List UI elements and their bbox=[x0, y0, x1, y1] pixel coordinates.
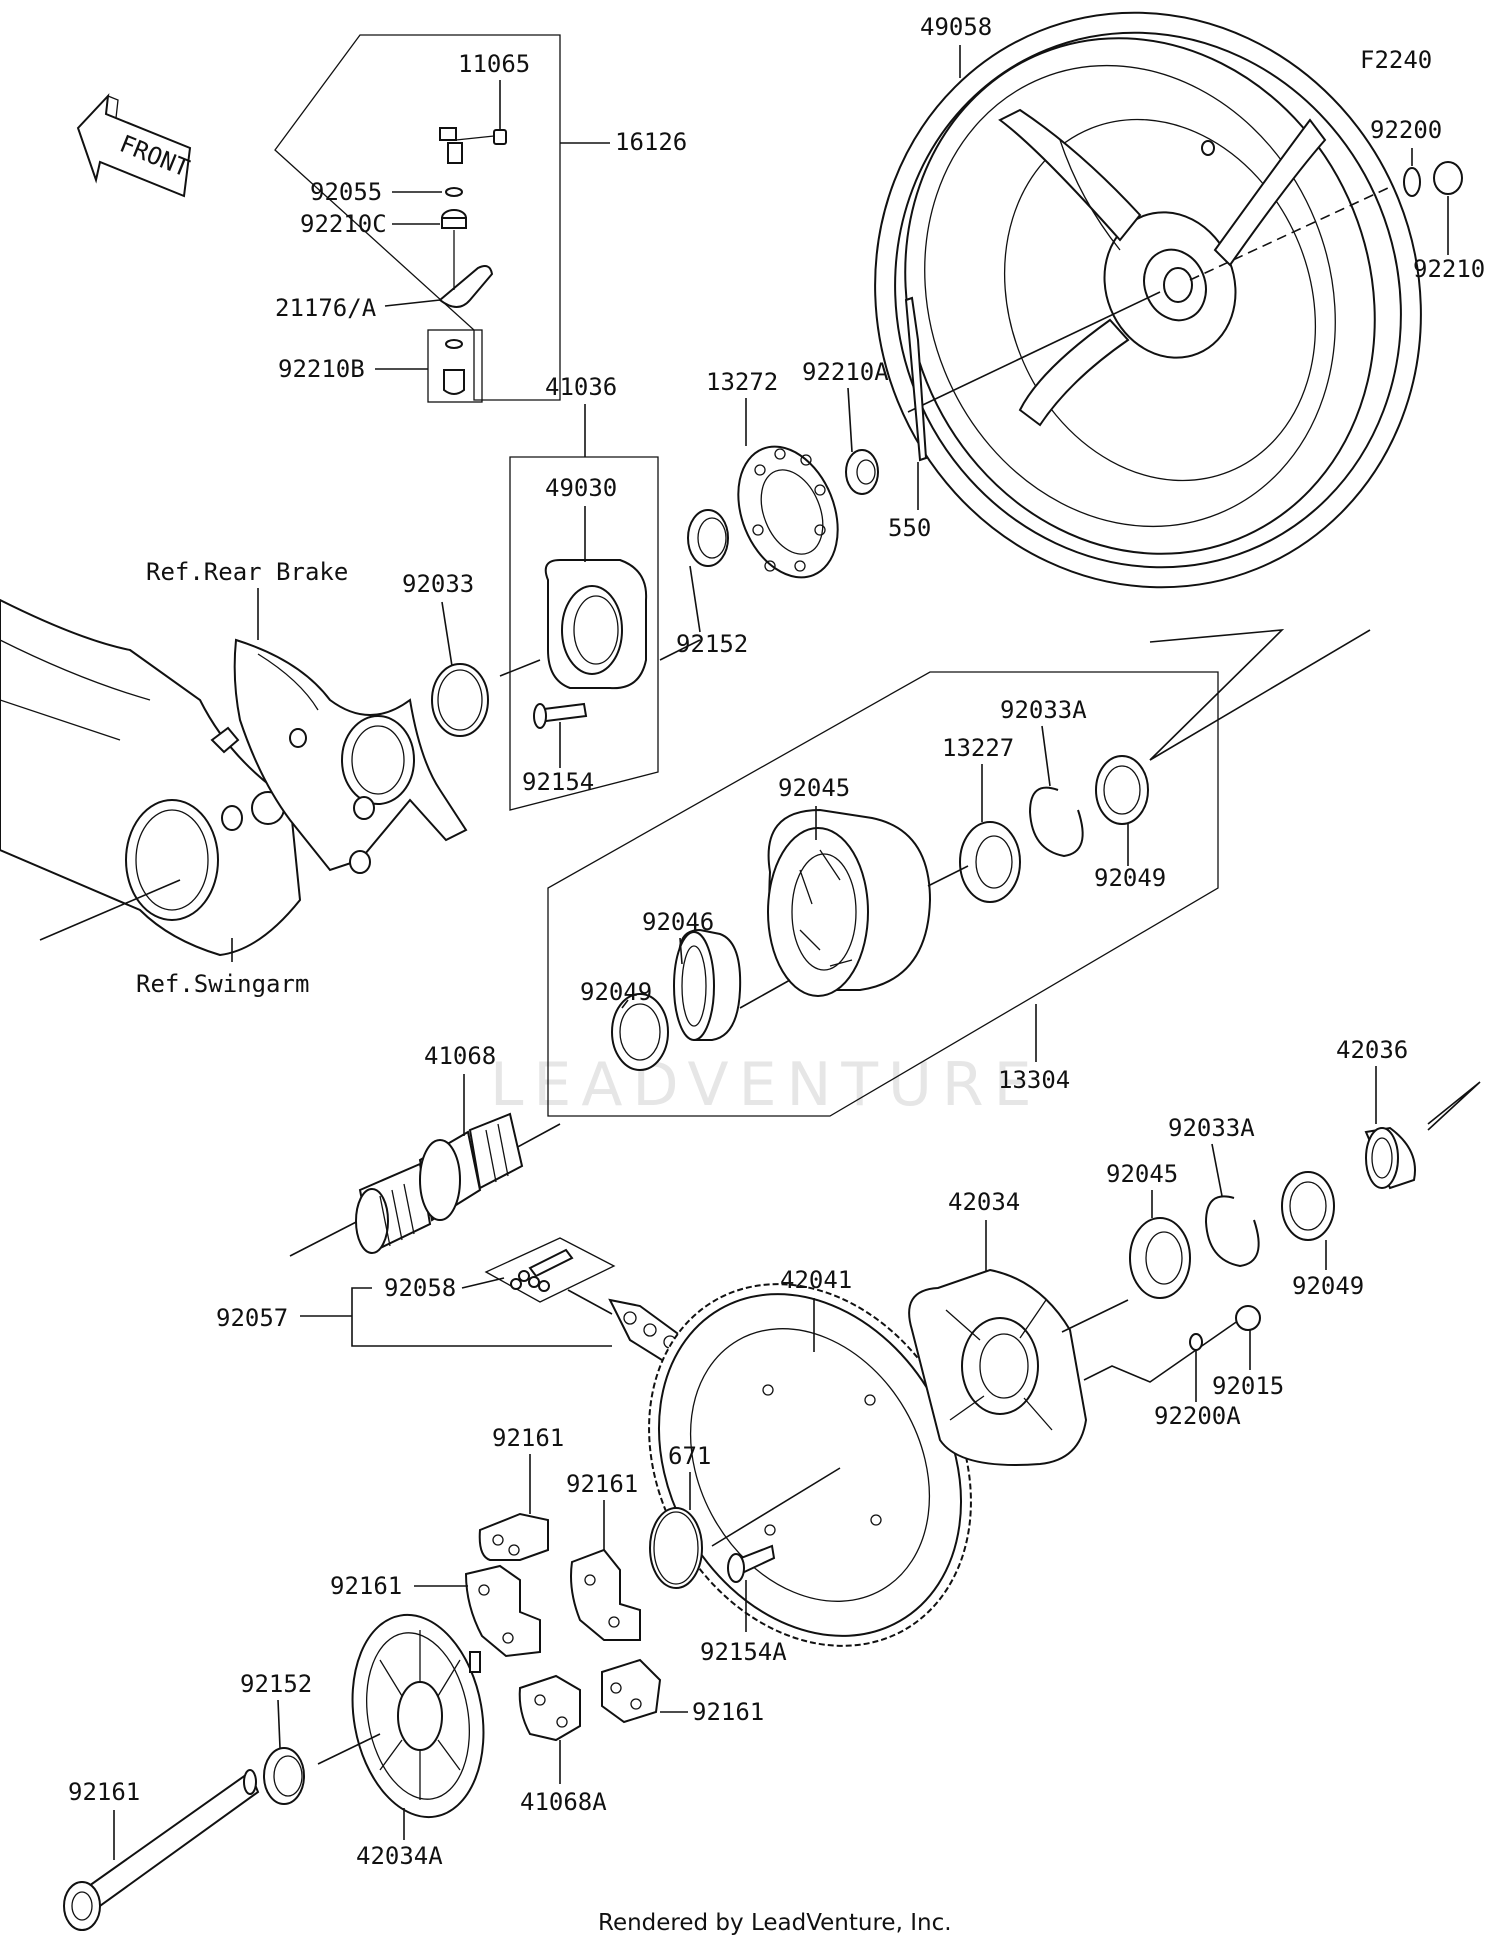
hub-flange-42034-part: 42034 bbox=[908, 1188, 1243, 1466]
label-92045-lower[interactable]: 92045 bbox=[1106, 1160, 1178, 1188]
ref-rear-brake[interactable]: Ref.Rear Brake bbox=[146, 558, 348, 586]
cotter-pin-550-part bbox=[904, 296, 928, 462]
label-42034A[interactable]: 42034A bbox=[356, 1842, 443, 1870]
coupling-42034A-part: 42034A bbox=[317, 1613, 485, 1870]
snap-ring-92033A-upper-part bbox=[1028, 786, 1084, 858]
label-92154[interactable]: 92154 bbox=[522, 768, 594, 796]
label-92210C[interactable]: 92210C bbox=[300, 210, 387, 238]
label-92045-upper[interactable]: 13227 bbox=[942, 734, 1014, 762]
nut-92210A-part bbox=[845, 449, 879, 495]
label-41036[interactable]: 41036 bbox=[545, 373, 617, 401]
label-92161-d[interactable]: 92161 bbox=[692, 1698, 764, 1726]
damper-92161-d-part bbox=[601, 1658, 662, 1724]
snap-ring-92033-part bbox=[431, 663, 489, 737]
label-92161-b[interactable]: 92161 bbox=[566, 1470, 638, 1498]
ref-swingarm[interactable]: Ref.Swingarm bbox=[136, 970, 309, 998]
label-92033[interactable]: 92033 bbox=[402, 570, 474, 598]
sprocket-42041-part: 42041 bbox=[648, 1266, 972, 1647]
axle-41068-part: 41068 bbox=[289, 1042, 561, 1257]
watermark-text: LEADVENTURE bbox=[490, 1050, 1042, 1120]
label-42036[interactable]: 42036 bbox=[1336, 1036, 1408, 1064]
label-92210[interactable]: 92210 bbox=[1413, 255, 1485, 283]
label-92200A[interactable]: 92200A bbox=[1154, 1402, 1241, 1430]
label-21176A[interactable]: 21176/A bbox=[275, 294, 377, 322]
washer-92200A-part bbox=[1189, 1333, 1203, 1351]
axle-41068A-part: 92161 bbox=[63, 1769, 260, 1931]
washer-92055-part bbox=[445, 187, 463, 197]
bearing-92045-lower-part bbox=[1129, 1217, 1191, 1299]
label-13227[interactable]: 92045 bbox=[778, 774, 850, 802]
damper-92161-c-part bbox=[464, 1564, 541, 1658]
footer-credit: Rendered by LeadVenture, Inc. bbox=[598, 1910, 952, 1936]
label-49030[interactable]: 49030 bbox=[545, 474, 617, 502]
label-92200[interactable]: 92200 bbox=[1370, 116, 1442, 144]
chain-group: 92058 92057 bbox=[216, 1237, 725, 1386]
label-92210A[interactable]: 92210A bbox=[802, 358, 889, 386]
nut-92015-part bbox=[1235, 1305, 1261, 1331]
label-92152-lower[interactable]: 92152 bbox=[240, 1670, 312, 1698]
seal-92152-lower-part bbox=[263, 1747, 305, 1805]
label-92033A-upper[interactable]: 92033A bbox=[1000, 696, 1087, 724]
damper-92161-a-part bbox=[478, 1512, 549, 1561]
label-92161-c[interactable]: 92161 bbox=[330, 1572, 402, 1600]
bearing-92045-upper-part bbox=[959, 821, 1021, 903]
label-92210B[interactable]: 92210B bbox=[278, 355, 365, 383]
label-11065[interactable]: 11065 bbox=[458, 50, 530, 78]
label-92057[interactable]: 92057 bbox=[216, 1304, 288, 1332]
label-92046[interactable]: 92046 bbox=[642, 908, 714, 936]
label-49058[interactable]: 49058 bbox=[920, 13, 992, 41]
hub-41036-group: 41036 49030 92033 92154 bbox=[402, 373, 701, 811]
label-92049-upper[interactable]: 92049 bbox=[1094, 864, 1166, 892]
label-92161-e[interactable]: 41068A bbox=[520, 1788, 607, 1816]
label-41068A[interactable]: 92161 bbox=[68, 1778, 140, 1806]
rear-brake-ref bbox=[233, 638, 468, 874]
label-92015[interactable]: 92015 bbox=[1212, 1372, 1284, 1400]
swingarm-ref bbox=[0, 598, 302, 957]
label-92058[interactable]: 92058 bbox=[384, 1274, 456, 1302]
damper-92161-e-part bbox=[518, 1674, 581, 1742]
label-92161-a[interactable]: 92161 bbox=[492, 1424, 564, 1452]
label-13304[interactable]: 13304 bbox=[998, 1066, 1070, 1094]
label-42034[interactable]: 42034 bbox=[948, 1188, 1020, 1216]
washer-92200-part bbox=[1403, 167, 1421, 197]
label-671[interactable]: 671 bbox=[668, 1442, 711, 1470]
nut-92210-part bbox=[1433, 161, 1463, 195]
diagram-code: F2240 bbox=[1360, 46, 1432, 74]
label-13272[interactable]: 13272 bbox=[706, 368, 778, 396]
hub-assy-13304-group: 92045 13227 92033A 92049 92046 92049 133… bbox=[547, 629, 1371, 1117]
seal-92152-part bbox=[687, 509, 729, 567]
wheel-49058: 49058 bbox=[874, 11, 1422, 589]
label-42041[interactable]: 42041 bbox=[780, 1266, 852, 1294]
valve-stem-part bbox=[447, 142, 463, 164]
label-92049-lower[interactable]: 92049 bbox=[1292, 1272, 1364, 1300]
label-16126[interactable]: 16126 bbox=[615, 128, 687, 156]
plate-13272-part bbox=[737, 445, 839, 579]
ring-671-part bbox=[649, 1507, 703, 1589]
front-arrow-icon: FRONT bbox=[76, 93, 193, 198]
label-92049-left[interactable]: 92049 bbox=[580, 978, 652, 1006]
damper-92161-b-part bbox=[570, 1548, 641, 1641]
valve-cap-part bbox=[493, 129, 507, 145]
snap-ring-92033A-lower-part bbox=[1204, 1195, 1260, 1268]
label-92055[interactable]: 92055 bbox=[310, 178, 382, 206]
valve-group: 11065 16126 92055 92210C 21176/A 92210B bbox=[274, 34, 687, 403]
label-92154A[interactable]: 92154A bbox=[700, 1638, 787, 1666]
label-92033A-lower[interactable]: 92033A bbox=[1168, 1114, 1255, 1142]
label-92152-upper[interactable]: 92152 bbox=[676, 630, 748, 658]
valve-21176-part bbox=[438, 265, 494, 308]
label-41068[interactable]: 41068 bbox=[424, 1042, 496, 1070]
label-550[interactable]: 550 bbox=[888, 514, 931, 542]
